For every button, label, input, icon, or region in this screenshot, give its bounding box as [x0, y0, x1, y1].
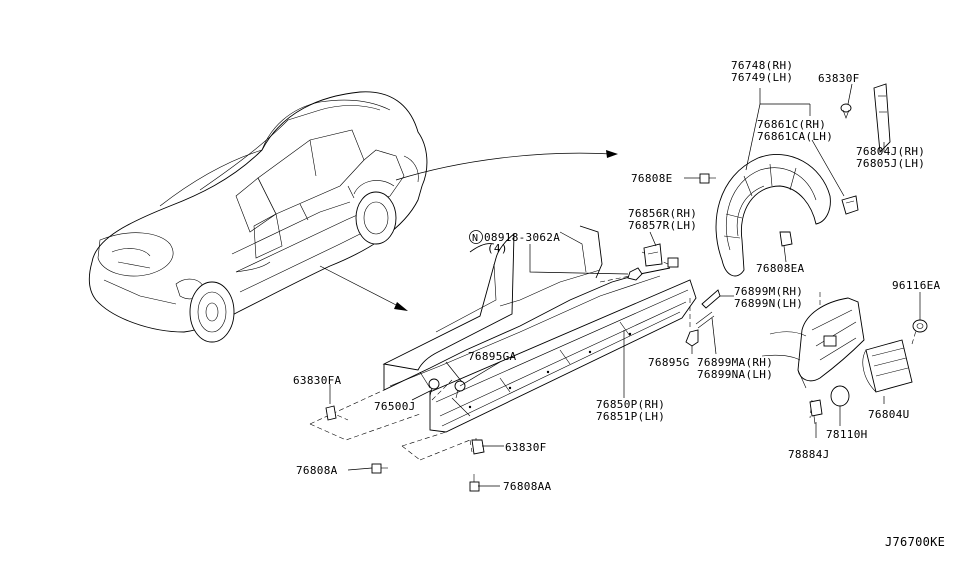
- leader-lines: [329, 83, 921, 487]
- clip-78884J: [809, 399, 823, 425]
- label-76808A: 76808A: [296, 464, 338, 477]
- label-76804U: 76804U: [868, 408, 910, 421]
- label-76857R: 76857R(LH): [628, 219, 697, 232]
- strip-76899M: [701, 289, 721, 309]
- clip-76808EA: [779, 231, 793, 247]
- label-76861C: 76861C(RH): [757, 118, 826, 131]
- label-76895G: 76895G: [648, 356, 690, 369]
- part-labels: 76748(RH) 76749(LH) 63830F 76861C(RH) 76…: [293, 59, 945, 549]
- clip-63830F-bottom: [471, 439, 485, 455]
- label-78884J: 78884J: [788, 448, 830, 461]
- bracket-76804J: [873, 83, 891, 153]
- label-76808AA: 76808AA: [503, 480, 552, 493]
- clip-76895G: [685, 329, 699, 347]
- label-76804J: 76804J(RH): [856, 145, 925, 158]
- label-76808EA: 76808EA: [756, 262, 805, 275]
- car-illustration: [88, 91, 428, 343]
- grommet-96116EA: [912, 319, 928, 333]
- label-76899MA: 76899MA(RH): [697, 356, 773, 369]
- clip-76500J: [428, 378, 440, 397]
- label-76851P: 76851P(LH): [596, 410, 665, 423]
- plug-78110H: [830, 385, 850, 407]
- label-76500J: 76500J: [374, 400, 416, 413]
- label-76899M: 76899M(RH): [734, 285, 803, 298]
- label-76861CA: 76861CA(LH): [757, 130, 833, 143]
- label-76899NA: 76899NA(LH): [697, 368, 773, 381]
- label-08918: N 08918-3062A (4): [469, 230, 560, 255]
- bracket-76856R: [643, 243, 679, 268]
- label-76895GA: 76895GA: [468, 350, 517, 363]
- label-76805J: 76805J(LH): [856, 157, 925, 170]
- label-08918-qty: (4): [487, 242, 508, 255]
- clip-63830FA: [325, 405, 337, 421]
- label-63830F-top: 63830F: [818, 72, 860, 85]
- label-63830F-bottom: 63830F: [505, 441, 547, 454]
- label-76850P: 76850P(RH): [596, 398, 665, 411]
- label-76748: 76748(RH): [731, 59, 793, 72]
- screw-76808E: [699, 173, 716, 184]
- label-76749: 76749(LH): [731, 71, 793, 84]
- label-63830FA: 63830FA: [293, 374, 342, 387]
- label-08918-number: 08918-3062A: [484, 231, 560, 244]
- mud-guard-assembly: [761, 297, 913, 393]
- strip-76899MA: [695, 311, 715, 329]
- label-76899N: 76899N(LH): [734, 297, 803, 310]
- clip-63830F-top: [840, 103, 852, 119]
- label-08918-prefix: N: [472, 233, 478, 244]
- callout-arrows: [319, 150, 618, 311]
- nut-08918: [627, 267, 643, 281]
- wheel-arch-liner-76748: [715, 154, 831, 277]
- screw-76808A: [371, 463, 388, 474]
- label-96116EA: 96116EA: [892, 279, 941, 292]
- sill-body-structure: [382, 225, 671, 391]
- clip-76861C: [841, 195, 859, 215]
- label-76808E: 76808E: [631, 172, 673, 185]
- diagram-code: J76700KE: [885, 535, 945, 549]
- label-78110H: 78110H: [826, 428, 868, 441]
- label-76856R: 76856R(RH): [628, 207, 697, 220]
- screw-76808AA: [469, 474, 480, 492]
- sill-cover-76850P: [429, 279, 697, 433]
